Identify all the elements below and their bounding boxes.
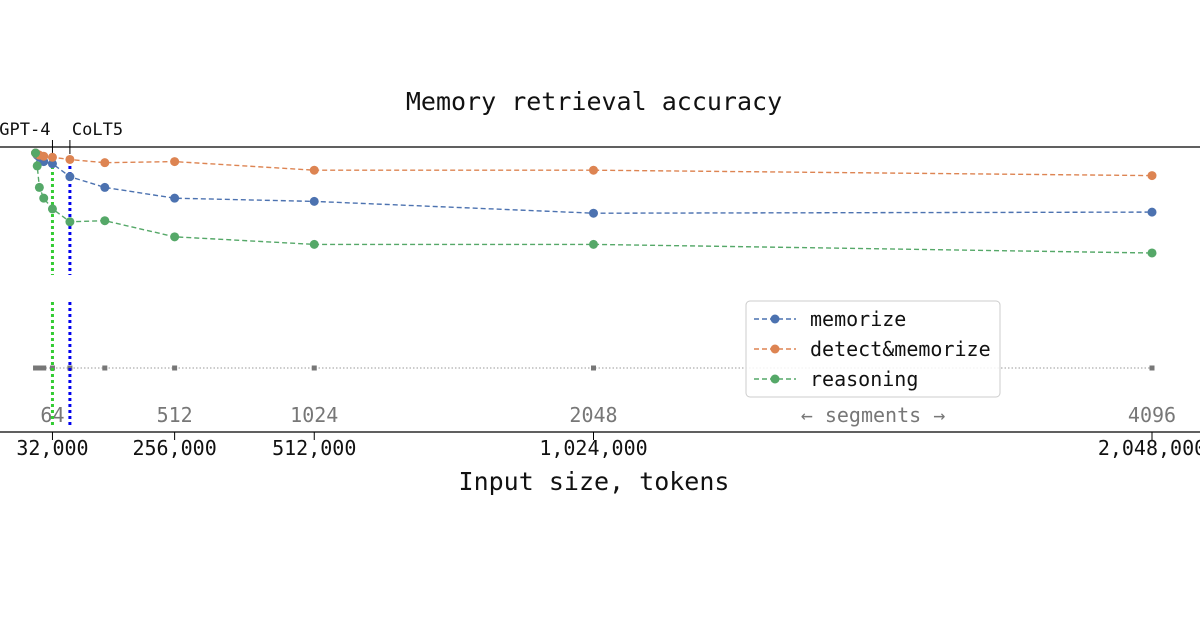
x-tick-label: 256,000 <box>132 436 216 460</box>
segment-tick-label: 2048 <box>569 403 617 427</box>
segment-marker <box>36 365 42 371</box>
x-tick-label: 512,000 <box>272 436 356 460</box>
legend-label: detect&memorize <box>810 337 991 361</box>
reference-label: CoLT5 <box>72 120 123 140</box>
data-point <box>47 152 57 162</box>
segment-marker <box>41 365 47 371</box>
data-point <box>170 232 180 242</box>
legend-box <box>745 300 1001 398</box>
x-tick-label: 1,024,000 <box>539 436 647 460</box>
data-point <box>100 216 110 226</box>
data-point <box>32 161 42 171</box>
data-point <box>65 172 75 182</box>
data-point <box>39 151 49 161</box>
data-point <box>100 158 110 168</box>
legend: memorize detect&memorize reasoning <box>745 300 1001 398</box>
data-point <box>309 196 319 206</box>
data-point <box>31 148 41 158</box>
legend-marker <box>770 344 780 354</box>
legend-marker <box>770 314 780 324</box>
data-point <box>170 157 180 167</box>
data-point <box>170 193 180 203</box>
segment-tick-label: 4096 <box>1128 403 1176 427</box>
x-tick-label: 32,000 <box>16 436 88 460</box>
data-point <box>34 182 44 192</box>
series-line <box>34 152 1153 214</box>
data-point <box>309 239 319 249</box>
reference-label: GPT-4 <box>0 120 50 140</box>
x-ticks: 32,000 256,000 512,000 1,024,000 2,048,000 <box>16 432 1200 460</box>
x-axis-label: Input size, tokens <box>459 467 730 496</box>
data-point <box>589 165 598 175</box>
chart-title: Memory retrieval accuracy <box>406 87 782 116</box>
data-point <box>589 208 598 218</box>
segments-label: ← segments → <box>801 403 946 427</box>
data-point <box>589 239 598 249</box>
segment-marker <box>172 365 178 371</box>
segment-marker <box>102 365 108 371</box>
segment-marker <box>311 365 317 371</box>
legend-label: memorize <box>810 307 906 331</box>
data-point <box>47 159 57 169</box>
data-point <box>47 204 57 214</box>
segment-marker <box>1149 365 1155 371</box>
data-point <box>309 165 319 175</box>
data-point <box>65 217 75 227</box>
data-point <box>1147 171 1157 181</box>
legend-marker <box>770 374 780 384</box>
legend-label: reasoning <box>810 367 918 391</box>
segment-tick-label: 512 <box>157 403 193 427</box>
segment-tick-label: 1024 <box>290 403 338 427</box>
data-point <box>39 193 49 203</box>
segment-marker <box>591 365 596 371</box>
data-point <box>1147 248 1157 258</box>
x-tick-label: 2,048,000 <box>1098 436 1200 460</box>
series-group <box>31 148 1157 258</box>
data-point <box>65 154 75 164</box>
data-point <box>1147 207 1157 217</box>
data-point <box>100 182 110 192</box>
